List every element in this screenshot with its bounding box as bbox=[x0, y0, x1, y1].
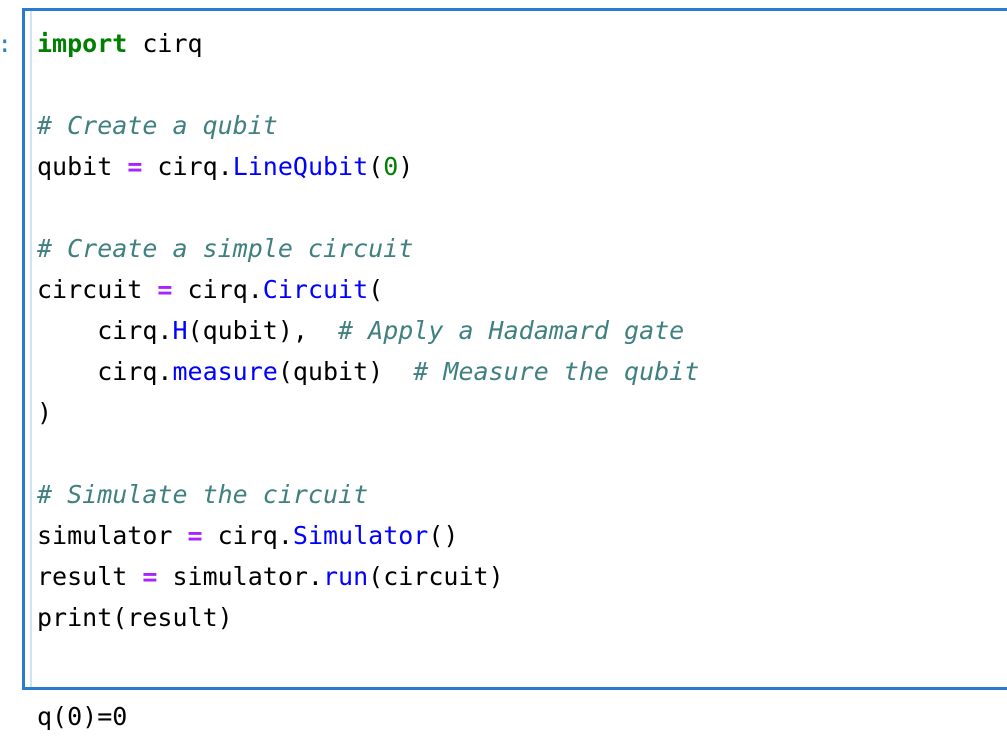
code-editor[interactable]: import cirq # Create a qubit qubit = cirq… bbox=[37, 23, 1007, 687]
code-token-name: Circuit bbox=[262, 275, 369, 304]
code-token-op: = bbox=[187, 521, 203, 550]
code-token-plain: ) bbox=[37, 398, 53, 427]
code-token-name: Simulator bbox=[292, 521, 429, 550]
code-token-kw: import bbox=[37, 29, 128, 58]
code-token-plain: (qubit) bbox=[277, 357, 414, 386]
code-token-plain: () bbox=[428, 521, 459, 550]
code-token-plain: simulator. bbox=[157, 562, 323, 591]
code-token-plain: (circuit) bbox=[368, 562, 504, 591]
code-line: print(result) bbox=[37, 597, 1007, 638]
code-line: # Create a qubit bbox=[37, 105, 1007, 146]
code-line: cirq.measure(qubit) # Measure the qubit bbox=[37, 351, 1007, 392]
code-line: result = simulator.run(circuit) bbox=[37, 556, 1007, 597]
code-token-op: = bbox=[127, 152, 143, 181]
code-token-plain: ( bbox=[368, 152, 384, 181]
code-line: # Create a simple circuit bbox=[37, 228, 1007, 269]
code-token-plain: (qubit), bbox=[187, 316, 339, 345]
code-line: ) bbox=[37, 392, 1007, 433]
code-token-plain: cirq. bbox=[172, 275, 263, 304]
code-token-name: H bbox=[172, 316, 188, 345]
output-line: q(0)=0 bbox=[37, 702, 128, 731]
code-token-comment: # Create a qubit bbox=[37, 111, 278, 140]
code-token-plain: ) bbox=[398, 152, 414, 181]
code-token-num: 0 bbox=[383, 152, 399, 181]
code-token-comment: # Simulate the circuit bbox=[37, 480, 369, 509]
code-token-plain: qubit bbox=[37, 152, 128, 181]
code-token-comment: # Measure the qubit bbox=[413, 357, 700, 386]
code-token-plain: circuit bbox=[37, 275, 158, 304]
code-cell[interactable]: import cirq # Create a qubit qubit = cirq… bbox=[22, 8, 1007, 690]
code-line: qubit = cirq.LineQubit(0) bbox=[37, 146, 1007, 187]
code-token-plain: result bbox=[37, 562, 143, 591]
code-line bbox=[37, 64, 1007, 105]
code-token-plain: cirq. bbox=[202, 521, 293, 550]
code-token-name: LineQubit bbox=[232, 152, 369, 181]
cell-output: q(0)=0 bbox=[22, 700, 1007, 734]
code-token-plain: ( bbox=[368, 275, 384, 304]
code-token-plain: cirq bbox=[127, 29, 203, 58]
code-line: # Simulate the circuit bbox=[37, 474, 1007, 515]
input-prompt-label: : bbox=[0, 28, 12, 60]
code-line bbox=[37, 433, 1007, 474]
code-token-op: = bbox=[142, 562, 158, 591]
code-token-op: = bbox=[157, 275, 173, 304]
code-token-plain: cirq. bbox=[142, 152, 233, 181]
code-token-name: measure bbox=[172, 357, 278, 386]
code-token-plain: simulator bbox=[37, 521, 188, 550]
code-line bbox=[37, 187, 1007, 228]
code-token-plain: print(result) bbox=[37, 603, 233, 632]
cell-gutter-accent bbox=[30, 11, 32, 687]
code-line: import cirq bbox=[37, 23, 1007, 64]
code-line: circuit = cirq.Circuit( bbox=[37, 269, 1007, 310]
code-token-name: run bbox=[323, 562, 369, 591]
code-line: simulator = cirq.Simulator() bbox=[37, 515, 1007, 556]
code-token-comment: # Apply a Hadamard gate bbox=[338, 316, 685, 345]
code-token-plain: cirq. bbox=[37, 316, 173, 345]
code-token-plain: cirq. bbox=[37, 357, 173, 386]
code-token-comment: # Create a simple circuit bbox=[37, 234, 414, 263]
code-line: cirq.H(qubit), # Apply a Hadamard gate bbox=[37, 310, 1007, 351]
